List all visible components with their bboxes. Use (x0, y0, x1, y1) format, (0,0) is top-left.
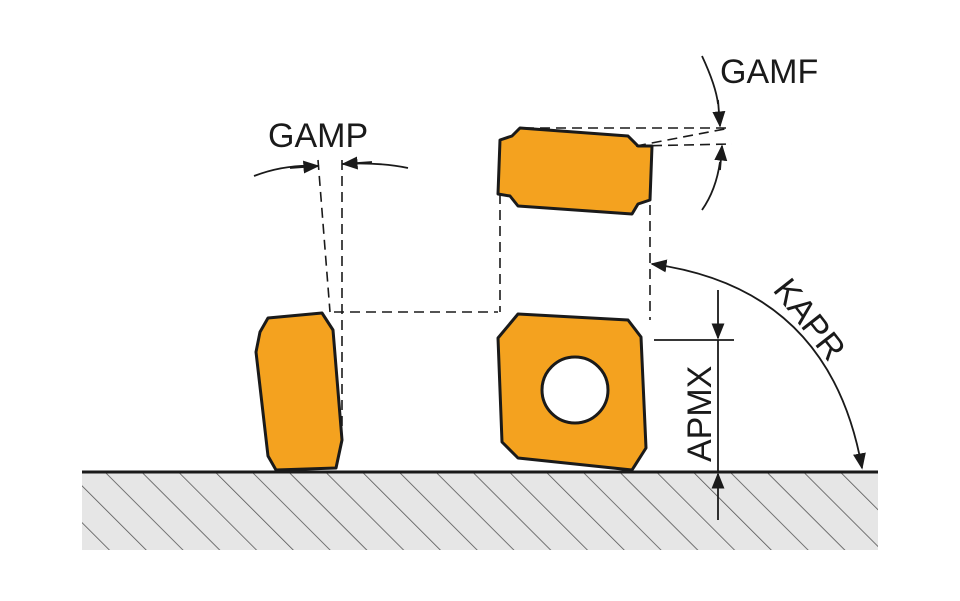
workpiece-hatched-area (82, 472, 878, 550)
projection-lines (317, 127, 733, 430)
gamp-dimension (253, 156, 409, 177)
insert-side-view (254, 311, 344, 472)
gamf-dimension (701, 55, 728, 211)
gamf-label: GAMF (720, 53, 818, 91)
insert-center-hole (540, 355, 610, 425)
kapr-dimension (650, 259, 866, 470)
insert-top-view (496, 126, 654, 216)
gamp-label: GAMP (268, 117, 368, 155)
apmx-dimension (654, 290, 734, 520)
apmx-label: APMX (681, 366, 719, 462)
kapr-label: KAPR (766, 272, 853, 368)
